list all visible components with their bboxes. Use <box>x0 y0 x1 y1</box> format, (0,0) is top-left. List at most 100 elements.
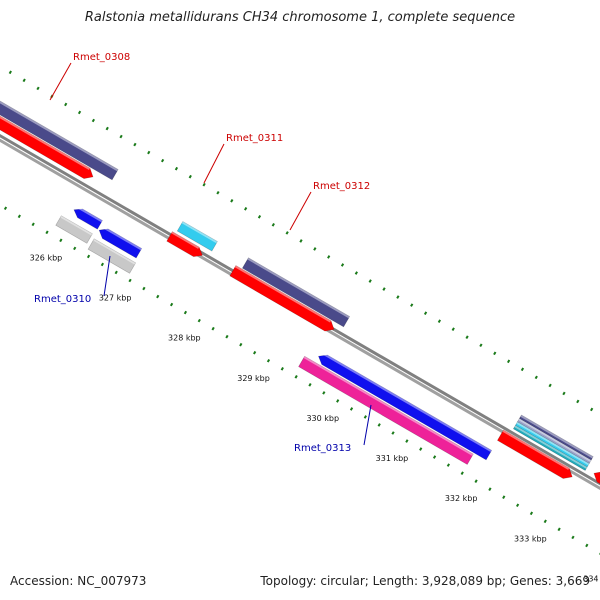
lower-tick <box>405 439 409 443</box>
scale-label: 328 kbp <box>168 334 201 343</box>
rmet-0312-leader <box>289 191 312 231</box>
cds-blue-0313 <box>318 351 493 461</box>
lower-tick <box>363 415 367 419</box>
cds-stripe-3 <box>514 421 590 468</box>
cds-stripe-4 <box>512 424 588 471</box>
scale-label: 330 kbp <box>306 414 339 423</box>
upper-tick <box>590 407 594 412</box>
lower-tick <box>197 318 201 323</box>
cds-pink-0313 <box>298 355 474 465</box>
lower-tick <box>266 358 271 363</box>
rmet-0312-label: Rmet_0312 <box>313 181 370 192</box>
lower-tick <box>280 366 284 371</box>
upper-tick <box>562 391 566 396</box>
upper-tick <box>216 190 220 195</box>
lower-tick <box>294 375 298 379</box>
cds-red-0308 <box>0 111 94 179</box>
upper-tick <box>382 287 386 291</box>
upper-tick <box>299 239 303 243</box>
cds-red-edge <box>497 429 573 479</box>
upper-tick <box>410 303 414 307</box>
cds-red-0311 <box>166 231 203 257</box>
upper-tick <box>244 206 248 211</box>
upper-tick <box>368 279 372 283</box>
upper-tick <box>160 158 165 163</box>
upper-tick <box>437 319 442 323</box>
scale-label: 333 kbp <box>514 534 547 543</box>
upper-tick <box>285 231 289 235</box>
rmet-0311-label: Rmet_0311 <box>226 133 283 144</box>
upper-tick <box>340 263 345 267</box>
cds-cyan-0311 <box>176 221 218 252</box>
lower-tick <box>460 471 464 475</box>
lower-tick <box>73 246 77 251</box>
lower-tick <box>585 543 589 548</box>
lower-tick <box>377 423 381 427</box>
rmet-0313-label: Rmet_0313 <box>294 443 351 454</box>
cds-red-0312 <box>229 265 335 332</box>
gene-features <box>0 99 600 498</box>
upper-tick <box>202 182 206 187</box>
upper-tick <box>133 142 137 147</box>
scale-label: 326 kbp <box>30 253 63 262</box>
cds-red-offscreen <box>593 468 600 498</box>
lower-tick <box>488 487 492 492</box>
upper-tick <box>548 383 552 388</box>
lower-tick <box>474 479 478 483</box>
cds-stripe-1 <box>518 414 594 461</box>
lower-tick <box>17 214 21 219</box>
upper-tick <box>36 86 40 91</box>
upper-tick <box>493 351 497 356</box>
upper-tick <box>22 78 26 83</box>
rmet-0310-leader <box>103 255 111 297</box>
lower-tick <box>128 278 132 283</box>
upper-tick <box>451 327 455 332</box>
lower-tick <box>446 463 451 467</box>
lower-tick <box>239 342 243 347</box>
lower-tick <box>529 511 534 516</box>
lower-tick <box>557 527 561 532</box>
upper-tick <box>271 223 275 227</box>
rmet-0310-label: Rmet_0310 <box>34 294 91 305</box>
upper-tick <box>479 343 483 348</box>
lower-tick <box>515 503 520 508</box>
cds-blue-2 <box>98 225 143 259</box>
upper-tick <box>506 359 511 364</box>
upper-tick <box>354 271 358 275</box>
upper-tick <box>174 166 179 171</box>
upper-tick <box>147 150 151 155</box>
lower-tick <box>225 334 229 339</box>
upper-tick <box>119 134 123 139</box>
accession-text: Accession: NC_007973 <box>10 574 147 588</box>
lower-tick <box>183 310 188 315</box>
rmet-0311-leader <box>203 143 225 184</box>
lower-tick <box>211 326 215 331</box>
scale-label: 331 kbp <box>376 454 409 463</box>
upper-tick <box>64 102 68 107</box>
upper-tick <box>423 311 428 315</box>
rmet-0308-leader <box>49 62 72 101</box>
upper-tick <box>327 255 331 259</box>
upper-tick <box>105 126 109 131</box>
lower-tick <box>3 206 8 211</box>
genome-info-text: Topology: circular; Length: 3,928,089 bp… <box>260 574 590 588</box>
lower-tick <box>349 407 354 411</box>
lower-tick <box>31 222 35 227</box>
lower-tick <box>391 431 395 435</box>
upper-tick <box>77 110 82 115</box>
rmet-0308-label: Rmet_0308 <box>73 52 130 63</box>
lower-tick <box>502 495 506 500</box>
upper-tick <box>396 295 400 299</box>
upper-tick <box>230 198 234 203</box>
upper-tick <box>534 375 538 380</box>
upper-tick <box>8 70 12 75</box>
lower-tick <box>322 391 326 395</box>
lower-tick <box>419 447 423 451</box>
scale-label: 327 kbp <box>99 294 132 303</box>
upper-tick <box>313 247 317 251</box>
lower-tick <box>308 383 312 387</box>
lower-tick <box>169 302 174 307</box>
